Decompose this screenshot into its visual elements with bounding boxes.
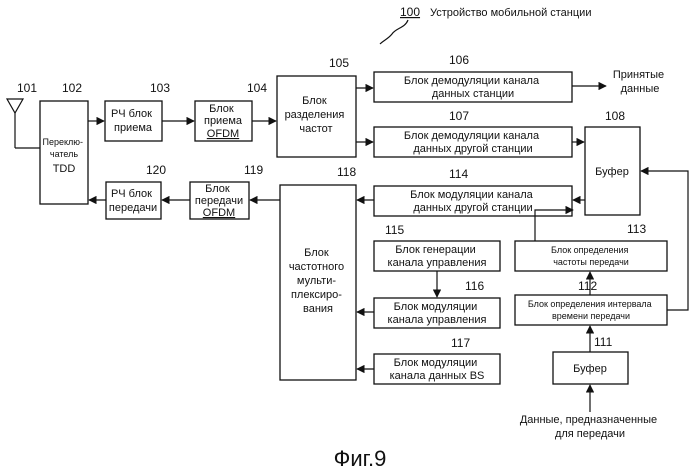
- ofdm-receive-number: 104: [247, 81, 267, 95]
- received-data-label-2: данные: [621, 83, 660, 95]
- rf-transmit-label-2: передачи: [109, 202, 157, 214]
- freq-split-label-1: Блок: [302, 95, 327, 107]
- ctrl-gen-label-1: Блок генерации: [395, 244, 476, 256]
- antenna-icon: [7, 99, 40, 148]
- interval-det-block: Блок определения интервала времени перед…: [515, 295, 667, 325]
- interval-det-label-2: времени передачи: [552, 311, 630, 321]
- received-data-label-1: Принятые: [613, 69, 664, 81]
- freq-mux-block: Блок частотного мульти- плексиро- вания: [280, 185, 356, 380]
- ctrl-gen-number: 115: [385, 223, 404, 237]
- ofdm-receive-label-1: Блок: [209, 103, 234, 115]
- mod-other-number: 114: [449, 167, 468, 181]
- demod-own-number: 106: [449, 53, 469, 67]
- interval-det-number: 112: [578, 279, 597, 293]
- figure-caption: Фиг.9: [334, 446, 387, 471]
- freq-det-label-2: частоты передачи: [553, 257, 629, 267]
- freq-mux-label-4: плексиро-: [291, 289, 342, 301]
- rf-transmit-label-1: РЧ блок: [111, 188, 152, 200]
- freq-det-block: Блок определения частоты передачи: [515, 241, 667, 271]
- freq-split-label-3: частот: [299, 123, 332, 135]
- demod-other-block: Блок демодуляции канала данных другой ст…: [374, 127, 572, 157]
- freq-mux-number: 118: [337, 165, 356, 179]
- ctrl-mod-label-1: Блок модуляции: [394, 301, 478, 313]
- demod-own-block: Блок демодуляции канала данных станции: [374, 72, 572, 102]
- ctrl-gen-block: Блок генерации канала управления: [374, 241, 500, 271]
- freq-mux-label-3: мульти-: [297, 275, 336, 287]
- ofdm-transmit-label-2: передачи: [195, 195, 243, 207]
- freq-mux-label-5: вания: [303, 303, 333, 315]
- svg-text:Данные, предназначенные дл: Данные, предназначенные для передачи: [520, 414, 660, 440]
- freq-det-label-1: Блок определения: [551, 245, 629, 255]
- freq-split-block: Блок разделения частот: [277, 76, 356, 157]
- freq-mux-label-2: частотного: [289, 261, 344, 273]
- device-leader-line: [380, 20, 408, 44]
- svg-text:Принятые данные: Принятые данные: [613, 69, 667, 95]
- svg-text:Блок модуляции канала да: Блок модуляции канала данных другой стан…: [410, 189, 536, 214]
- demod-other-number: 107: [449, 109, 469, 123]
- freq-det-number: 113: [627, 222, 646, 236]
- ctrl-mod-label-2: канала управления: [388, 314, 487, 326]
- buffer-top-block: Буфер: [585, 127, 640, 215]
- demod-own-label-2: данных станции: [432, 88, 514, 100]
- device-title: Устройство мобильной станции: [430, 7, 591, 19]
- ofdm-transmit-number: 119: [244, 163, 263, 177]
- transmit-data-label-1: Данные, предназначенные: [520, 414, 657, 426]
- svg-text:Блок модуляции канала уп: Блок модуляции канала управления: [388, 301, 487, 326]
- buffer-bottom-number: 111: [594, 335, 613, 349]
- mod-other-label-2: данных другой станции: [413, 202, 532, 214]
- demod-other-label-2: данных другой станции: [413, 143, 532, 155]
- ofdm-transmit-label-3: OFDM: [203, 207, 235, 219]
- ofdm-receive-block: Блок приема OFDM: [195, 101, 252, 141]
- buffer-bottom-block: Буфер: [553, 352, 628, 384]
- transmit-data-label-2: для передачи: [555, 428, 625, 440]
- buffer-top-number: 108: [605, 109, 625, 123]
- ofdm-receive-label-2: приема: [204, 115, 243, 127]
- ctrl-gen-label-2: канала управления: [388, 257, 487, 269]
- svg-text:Блок модуляции канала да: Блок модуляции канала данных BS: [390, 357, 485, 382]
- svg-text:Блок генерации канала уп: Блок генерации канала управления: [388, 244, 487, 269]
- ctrl-mod-block: Блок модуляции канала управления: [374, 298, 500, 328]
- rf-receive-number: 103: [150, 81, 170, 95]
- svg-text:Блок демодуляции канала: Блок демодуляции канала данных другой ст…: [404, 130, 542, 155]
- buffer-top-label: Буфер: [595, 166, 629, 178]
- rf-transmit-block: РЧ блок передачи: [106, 182, 161, 219]
- bs-mod-number: 117: [451, 336, 470, 350]
- ofdm-transmit-label-1: Блок: [205, 183, 230, 195]
- rf-transmit-number: 120: [146, 163, 166, 177]
- rf-receive-label-2: приема: [114, 122, 153, 134]
- interval-det-label-1: Блок определения интервала: [528, 299, 652, 309]
- freq-mux-label-1: Блок: [304, 247, 329, 259]
- demod-other-label-1: Блок демодуляции канала: [404, 130, 540, 142]
- tdd-switch-label-1: Переклю-: [42, 137, 83, 147]
- ctrl-mod-number: 116: [465, 279, 484, 293]
- mod-other-label-1: Блок модуляции канала: [410, 189, 534, 201]
- ofdm-transmit-block: Блок передачи OFDM: [190, 182, 249, 219]
- buffer-bottom-label: Буфер: [573, 363, 607, 375]
- demod-own-label-1: Блок демодуляции канала: [404, 75, 540, 87]
- bs-mod-block: Блок модуляции канала данных BS: [374, 354, 500, 384]
- rf-receive-label-1: РЧ блок: [111, 108, 152, 120]
- rf-receive-block: РЧ блок приема: [105, 101, 162, 141]
- tdd-switch-label-2: чатель: [50, 149, 78, 159]
- bs-mod-label-2: канала данных BS: [390, 370, 485, 382]
- freq-split-number: 105: [329, 56, 349, 70]
- device-number: 100: [400, 5, 420, 19]
- antenna-number: 101: [17, 81, 37, 95]
- ofdm-receive-label-3: OFDM: [207, 128, 239, 140]
- freq-split-label-2: разделения: [285, 109, 345, 121]
- bs-mod-label-1: Блок модуляции: [394, 357, 478, 369]
- tdd-switch-label-3: TDD: [53, 163, 76, 175]
- mod-other-block: Блок модуляции канала данных другой стан…: [374, 186, 572, 216]
- tdd-switch-block: Переклю- чатель TDD: [40, 101, 88, 204]
- tdd-switch-number: 102: [62, 81, 82, 95]
